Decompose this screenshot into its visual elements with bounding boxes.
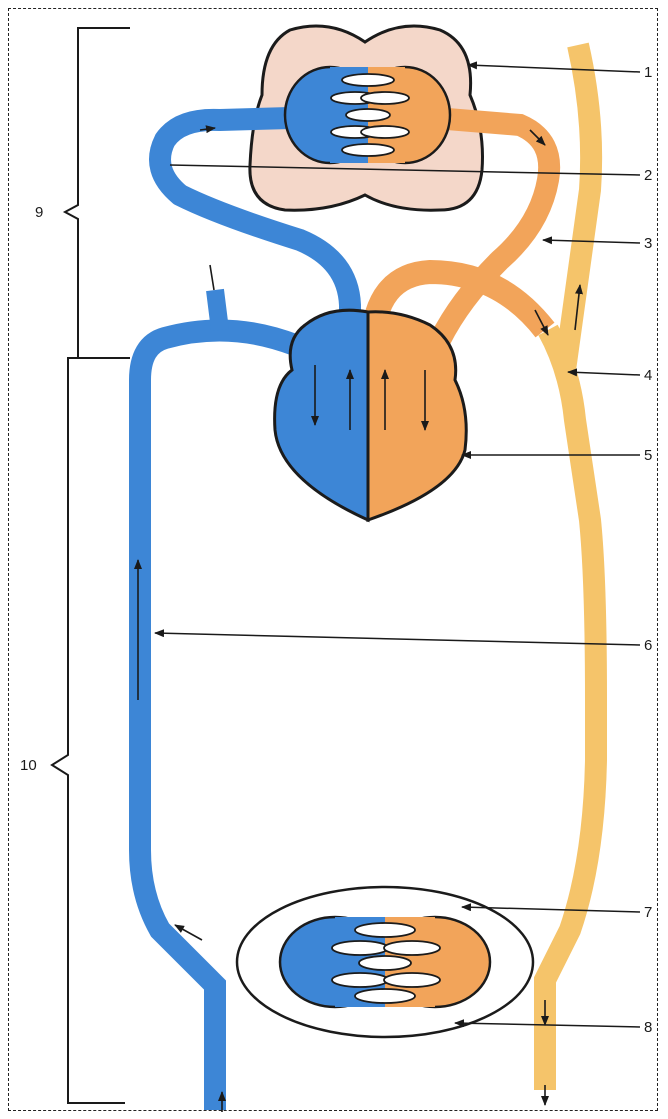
- bracket-pulmonary-circuit: [65, 28, 130, 358]
- label-7: 7: [644, 904, 652, 921]
- carotid-artery: [565, 45, 591, 370]
- label-10: 10: [20, 757, 37, 774]
- label-5: 5: [644, 447, 652, 464]
- body-capillary-bed: [280, 917, 490, 1007]
- label-6: 6: [644, 637, 652, 654]
- descending-aorta: [545, 330, 596, 1090]
- label-8: 8: [644, 1019, 652, 1036]
- label-1: 1: [644, 64, 652, 81]
- lung-capillary-bed: [285, 67, 450, 163]
- label-9: 9: [35, 204, 43, 221]
- bracket-systemic-circuit: [52, 358, 130, 1103]
- heart-left-side: [368, 312, 466, 520]
- label-3: 3: [644, 235, 652, 252]
- superior-vena-cava: [215, 290, 220, 330]
- label-4: 4: [644, 367, 652, 384]
- label-2: 2: [644, 167, 652, 184]
